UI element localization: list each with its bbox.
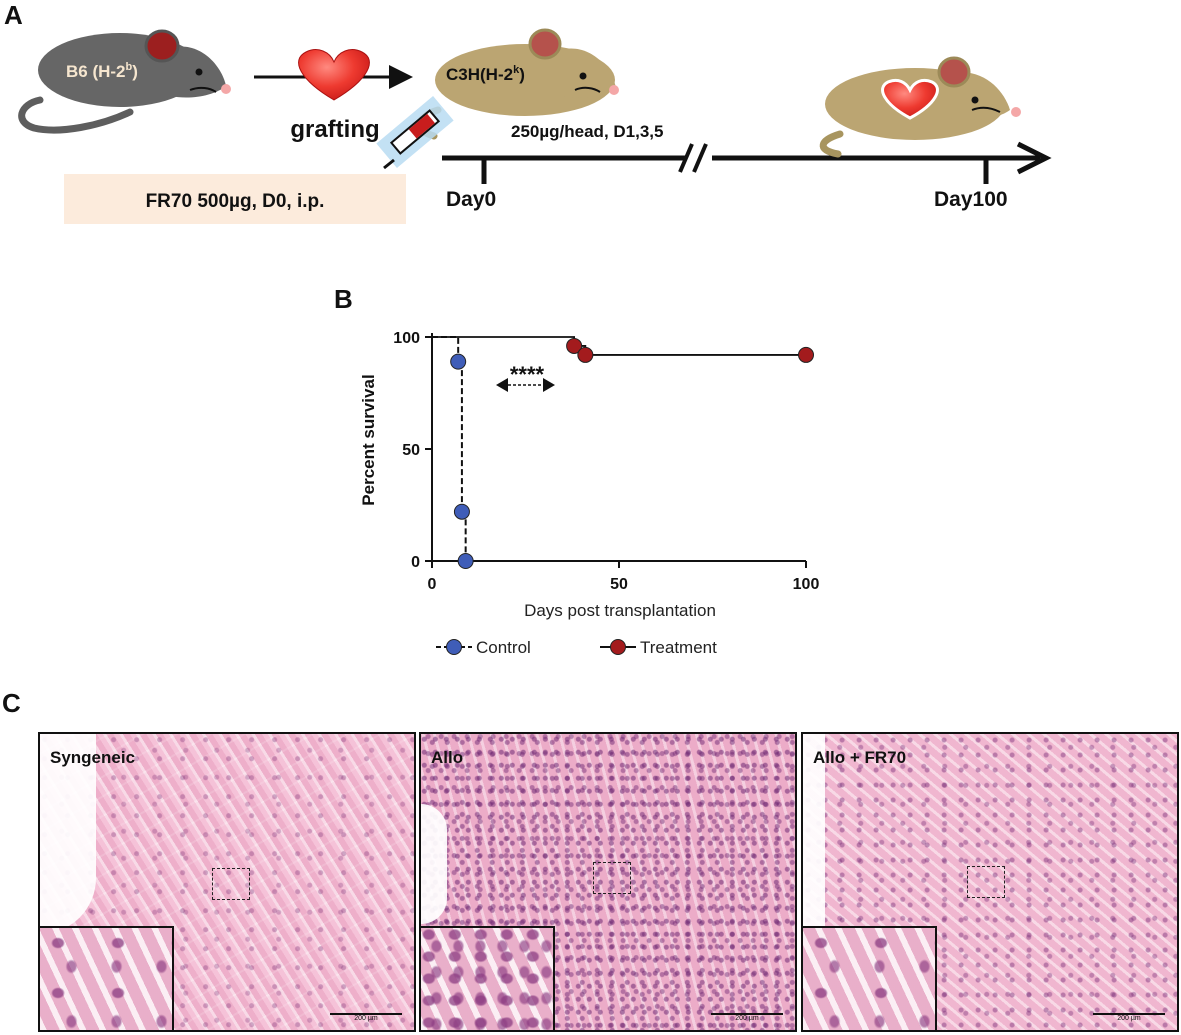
scale-bar: 200 µm	[330, 1013, 402, 1022]
y-tick-label: 50	[402, 442, 420, 459]
zoom-region	[212, 868, 250, 900]
followup-dose-label: 250µg/head, D1,3,5	[511, 122, 663, 141]
histology-label: Syngeneic	[50, 748, 136, 767]
legend-label: Control	[476, 638, 531, 657]
y-tick-label: 100	[393, 330, 420, 347]
histology-label: Allo + FR70	[813, 748, 907, 767]
data-point-treatment	[566, 337, 583, 354]
x-tick-label: 50	[610, 576, 628, 593]
grafted-mouse-icon	[819, 56, 1021, 158]
y-tick-label: 0	[411, 554, 420, 571]
donor-heart-icon	[298, 49, 370, 101]
scale-bar: 200 µm	[1093, 1013, 1165, 1022]
data-point-control	[453, 503, 470, 520]
data-point-control	[457, 553, 474, 569]
zoom-region	[967, 866, 1005, 898]
panel-label-a: A	[4, 0, 23, 30]
grafting-label: grafting	[290, 116, 379, 143]
timeline-end-label: Day100	[934, 188, 1008, 211]
donor-strain-label: B6 (H-2b)	[66, 61, 138, 81]
significance-label: ****	[510, 362, 545, 387]
survival-chart: 0 50 100 0 50 100 **** Days post transplantat…	[359, 330, 819, 657]
x-tick-label: 100	[793, 576, 820, 593]
panel-label-b: B	[334, 284, 353, 314]
initial-dose-label: FR70 500µg, D0, i.p.	[146, 191, 325, 212]
significance-annotation: ****	[496, 362, 555, 392]
histology-panel-allo: Allo 200 µm	[419, 732, 797, 1032]
zoom-inset	[421, 926, 555, 1030]
zoom-region	[593, 862, 631, 894]
chart-legend: Control Treatment	[436, 638, 717, 657]
recipient-strain-label: C3H(H-2k)	[446, 64, 525, 84]
timeline-axis	[442, 141, 1052, 184]
series-line-treatment	[432, 336, 806, 356]
zoom-inset	[40, 926, 174, 1030]
timeline-start-label: Day0	[446, 188, 496, 211]
data-point-treatment	[577, 346, 594, 363]
data-point-treatment	[798, 346, 814, 363]
syringe-icon	[376, 95, 454, 170]
series-line-control	[432, 336, 467, 561]
legend-marker	[610, 639, 626, 655]
legend-label: Treatment	[640, 638, 717, 657]
initial-dose-box	[64, 174, 406, 224]
panel-label-c: C	[2, 688, 21, 718]
y-axis-label: Percent survival	[359, 374, 378, 505]
x-tick-label: 0	[428, 576, 437, 593]
data-point-control	[450, 353, 467, 370]
donor-mouse-icon	[18, 29, 231, 134]
histology-panel-syngeneic: Syngeneic 200 µm	[38, 732, 416, 1032]
zoom-inset	[803, 926, 937, 1030]
histology-label: Allo	[431, 748, 464, 767]
histology-panel-allo-fr70: Allo + FR70 200 µm	[801, 732, 1179, 1032]
x-axis-label: Days post transplantation	[524, 601, 716, 620]
legend-marker	[446, 639, 462, 655]
scale-bar: 200 µm	[711, 1013, 783, 1022]
